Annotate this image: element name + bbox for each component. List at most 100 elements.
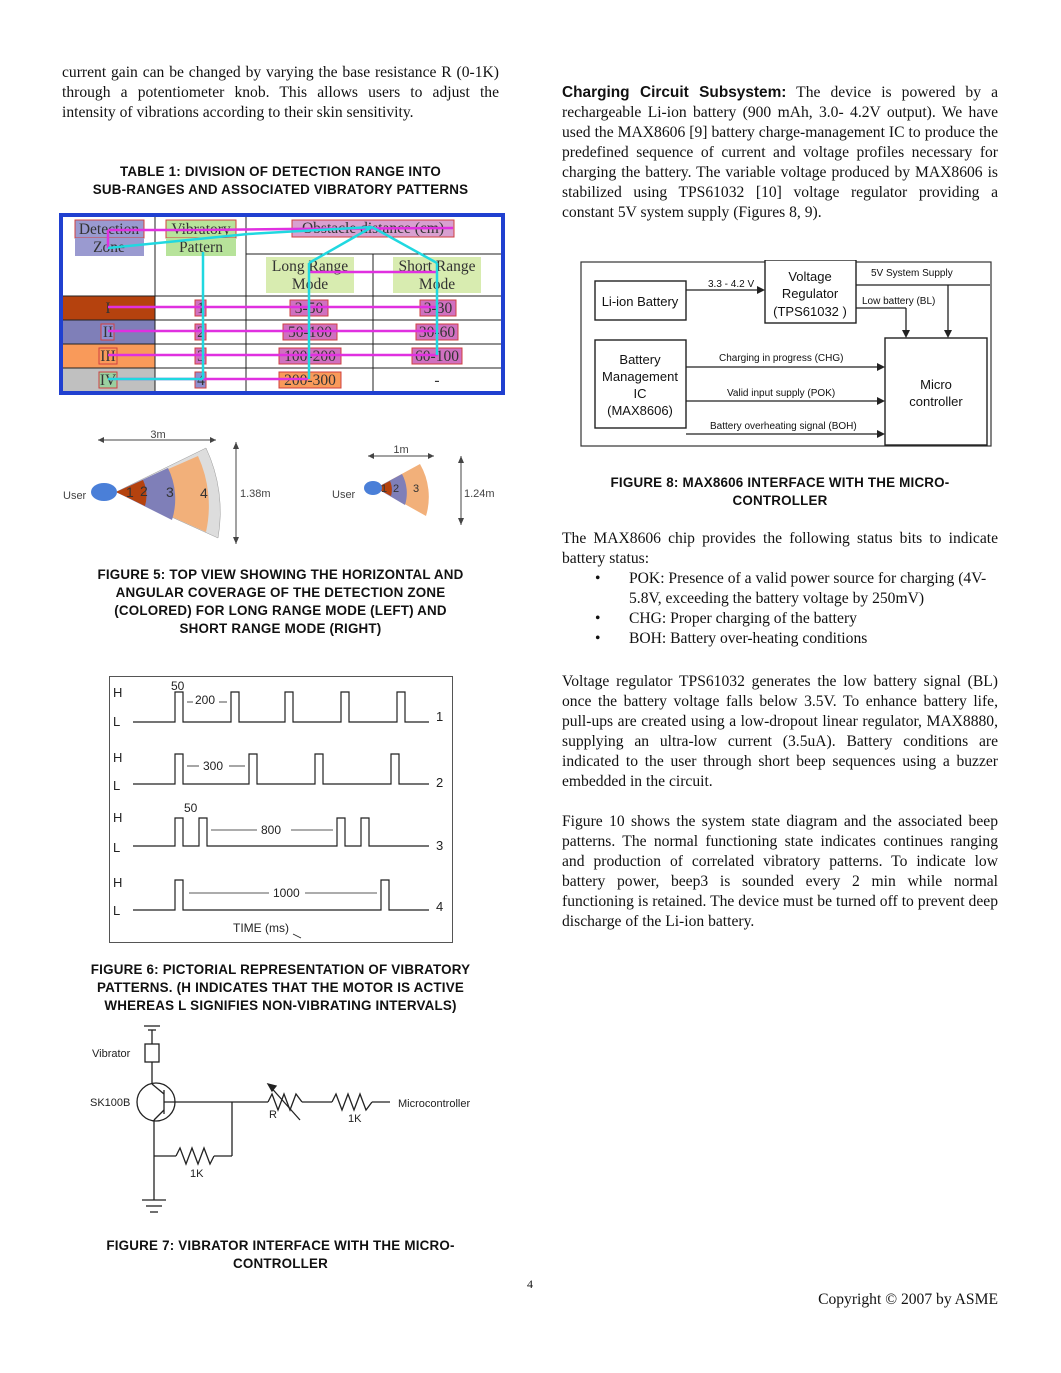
regulator-label-2: Regulator [782, 286, 839, 301]
long-range-width: 1.38m [240, 488, 271, 500]
bullet-icon: • [595, 570, 601, 587]
fig8-caption-2: CONTROLLER [732, 493, 828, 508]
user-icon [91, 483, 117, 501]
td-pattern-4: 4 [197, 372, 205, 389]
bm-label-3: IC [634, 386, 647, 401]
long-range-diagram: 3m User 1 2 3 4 1.38m [63, 429, 271, 544]
list-item: •POK: Presence of a valid power source f… [595, 570, 987, 607]
long-user-label: User [63, 490, 87, 502]
label-50b: 50 [184, 801, 198, 815]
label-50a: 50 [171, 679, 185, 693]
regulator-block [764, 260, 857, 324]
td-zone-4: IV [100, 372, 117, 389]
long-zone-4: 4 [200, 485, 208, 501]
p4-h: H [113, 875, 122, 890]
micro-label-2: controller [909, 394, 963, 409]
table1-caption-line2: SUB-RANGES AND ASSOCIATED VIBRATORY PATT… [92, 182, 469, 197]
short-range-dist: 1m [393, 444, 408, 456]
td-pattern-2: 2 [197, 324, 205, 341]
fig7-caption-2: CONTROLLER [233, 1256, 328, 1271]
th-pattern-2: Pattern [179, 239, 223, 256]
intro-paragraph: current gain can be changed by varying t… [62, 64, 499, 121]
status-bullet-list: •POK: Presence of a valid power source f… [562, 569, 998, 649]
p1-l: L [113, 714, 120, 729]
vibrator-icon [144, 1043, 160, 1063]
bm-label-4: (MAX8606) [607, 403, 673, 418]
chg-label: Charging in progress (CHG) [719, 353, 844, 364]
short-zone-3: 3 [413, 483, 419, 495]
microcontroller-block [884, 337, 988, 446]
td-pattern-3: 3 [197, 348, 205, 365]
regulator-label-1: Voltage [788, 269, 831, 284]
pattern-2-wave [133, 753, 429, 785]
r-label: R [269, 1109, 277, 1121]
fig5-caption-4: SHORT RANGE MODE (RIGHT) [179, 621, 382, 636]
td-zone-2: II [103, 324, 113, 341]
bm-label-2: Management [602, 369, 678, 384]
list-item: •CHG: Proper charging of the battery [595, 610, 857, 627]
p2-l: L [113, 778, 120, 793]
fig5-caption-1: FIGURE 5: TOP VIEW SHOWING THE HORIZONTA… [97, 567, 464, 582]
short-range-width: 1.24m [464, 488, 495, 500]
figure10-paragraph: Figure 10 shows the system state diagram… [562, 813, 998, 930]
long-range-dist: 3m [150, 429, 165, 441]
time-axis-label: TIME (ms) [233, 921, 289, 935]
label-800: 800 [261, 823, 281, 837]
td-long-4: 200-300 [284, 372, 336, 389]
figure6-vibratory-patterns: H L H L H L H L 1 2 3 4 50 200 300 50 80… [109, 676, 453, 943]
label-1000: 1000 [273, 886, 300, 900]
pattern-2-number: 2 [436, 775, 443, 790]
short-zone-2: 2 [393, 483, 399, 495]
charging-paragraph: Charging Circuit Subsystem: The device i… [562, 83, 998, 223]
battery-management-block [594, 339, 687, 429]
list-item: •BOH: Battery over-heating conditions [595, 630, 868, 647]
regulator-paragraph: Voltage regulator TPS61032 generates the… [562, 673, 998, 790]
bullet-icon: • [595, 630, 601, 647]
p1-h: H [113, 685, 122, 700]
resistor-1k-b [175, 1146, 215, 1166]
td-short-3: 60-100 [415, 348, 459, 365]
td-zone-1: I [105, 300, 110, 317]
fig5-caption-3: (COLORED) FOR LONG RANGE MODE (LEFT) AND [114, 603, 447, 618]
resistor-1k-a [331, 1092, 373, 1112]
fig6-caption-1: FIGURE 6: PICTORIAL REPRESENTATION OF VI… [90, 962, 471, 977]
long-zone-2: 2 [140, 483, 148, 499]
battery-label: Li-ion Battery [602, 294, 679, 309]
r1k-label-b: 1K [190, 1168, 204, 1180]
p3-l: L [113, 840, 120, 855]
pattern-3-number: 3 [436, 838, 443, 853]
bm-label-1: Battery [619, 352, 661, 367]
potentiometer-r [267, 1092, 303, 1112]
status-intro: The MAX8606 chip provides the following … [562, 530, 998, 567]
fig6-caption-2: PATTERNS. (H INDICATES THAT THE MOTOR IS… [97, 980, 464, 995]
copyright: Copyright © 2007 by ASME [818, 1291, 998, 1308]
sys-supply-label: 5V System Supply [871, 268, 953, 279]
figure7-vibrator-circuit: Vibrator SK100B R 1K Microcontroller 1K [90, 1025, 470, 1213]
pattern-4-number: 4 [436, 899, 443, 914]
label-200: 200 [195, 693, 215, 707]
figure5-detection-zones: 3m User 1 2 3 4 1.38m 1m User 1 2 3 1.24… [63, 429, 495, 544]
pattern-1-wave [133, 691, 429, 723]
pattern-4-wave [133, 879, 429, 911]
td-short-4: - [434, 372, 439, 389]
regulator-label-3: (TPS61032 ) [773, 304, 847, 319]
charging-text: The device is powered by a rechargeable … [562, 84, 998, 221]
p2-h: H [113, 750, 122, 765]
label-300: 300 [203, 759, 223, 773]
td-zone-3: III [100, 348, 116, 365]
pok-label: Valid input supply (POK) [727, 388, 835, 399]
v-range-label: 3.3 - 4.2 V [708, 279, 754, 290]
p4-l: L [113, 903, 120, 918]
battery-block [594, 280, 687, 321]
charging-heading: Charging Circuit Subsystem: [562, 84, 787, 101]
figure8-block-diagram: Li-ion Battery Voltage Regulator (TPS610… [580, 260, 992, 447]
pattern-1-number: 1 [436, 709, 443, 724]
long-zone-1: 1 [126, 484, 134, 500]
fig7-caption-1: FIGURE 7: VIBRATOR INTERFACE WITH THE MI… [106, 1238, 455, 1253]
vibrator-label: Vibrator [92, 1048, 131, 1060]
p3-h: H [113, 810, 122, 825]
boh-label: Battery overheating signal (BOH) [710, 421, 857, 432]
annotation-lines-cyan [107, 225, 439, 381]
long-zone-3: 3 [166, 484, 174, 500]
fig8-caption-1: FIGURE 8: MAX8606 INTERFACE WITH THE MIC… [610, 475, 950, 490]
